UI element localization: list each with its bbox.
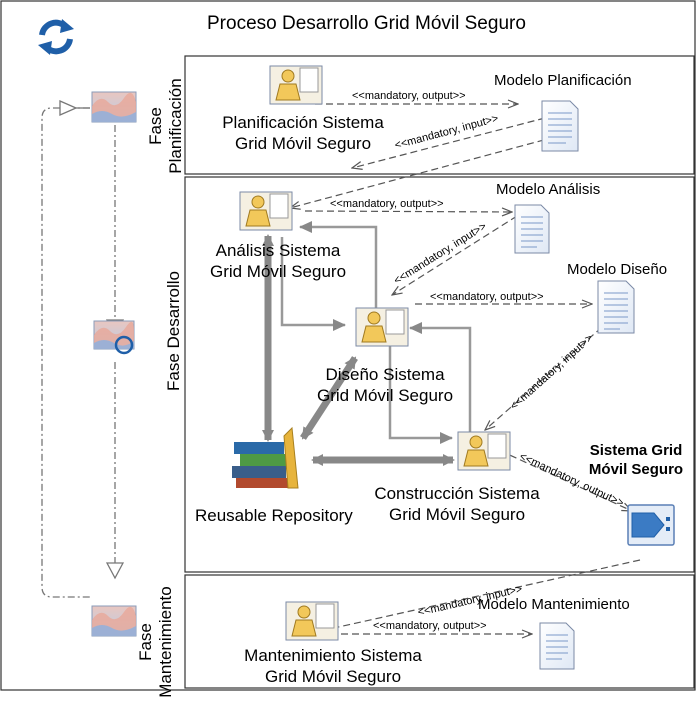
- repository-books-icon: [232, 426, 299, 489]
- phase-label-mantenimiento: Fase Mantenimiento: [136, 582, 180, 702]
- artifact-label-modelo-mantenimiento: Modelo Mantenimiento: [478, 596, 630, 613]
- phase-box-planificacion: [184, 55, 695, 175]
- phase-label-desarrollo: Fase Desarrollo: [164, 271, 183, 391]
- edge-label-output: <<mandatory, output>>: [430, 291, 544, 303]
- task-icon-diseno: [355, 307, 409, 347]
- task-label-line: Construcción Sistema: [374, 484, 540, 503]
- task-label-line: Planificación Sistema: [222, 113, 384, 132]
- task-icon-analisis: [239, 191, 293, 231]
- phase-label-line: Planificación: [166, 78, 185, 174]
- artifact-label-modelo-planificacion: Modelo Planificación: [494, 72, 632, 89]
- document-icon-modelo-mantenimiento: [539, 622, 575, 670]
- task-label-analisis: Análisis Sistema Grid Móvil Seguro: [188, 240, 368, 282]
- phase-label-line: Fase: [146, 107, 165, 145]
- phase-icon-mantenimiento: [91, 605, 137, 637]
- task-label-line: Grid Móvil Seguro: [316, 386, 454, 405]
- task-label-line: Diseño Sistema: [325, 365, 445, 384]
- artifact-connections: [290, 104, 641, 634]
- task-label-line: Grid Móvil Seguro: [234, 134, 372, 153]
- phase-label-line: Fase: [136, 623, 155, 661]
- diagram-title: Proceso Desarrollo Grid Móvil Seguro: [207, 13, 526, 34]
- task-label-line: Mantenimiento Sistema: [244, 646, 422, 665]
- task-label-line: Grid Móvil Seguro: [388, 505, 526, 524]
- document-icon-modelo-analisis: [514, 204, 550, 254]
- task-icon-construccion: [457, 431, 511, 471]
- task-label-line: Análisis Sistema: [215, 241, 341, 260]
- task-icon-planificacion: [269, 65, 323, 105]
- refresh-cycle-icon: [38, 19, 74, 55]
- edge-label-output: <<mandatory, output>>: [330, 198, 444, 210]
- repository-arrows: [262, 234, 455, 466]
- artifact-label-line: Sistema Grid: [589, 442, 683, 459]
- phase-box-desarrollo: [184, 176, 695, 573]
- phase-box-mantenimiento: [184, 574, 695, 689]
- repository-label: Reusable Repository: [195, 506, 353, 525]
- task-label-planificacion: Planificación Sistema Grid Móvil Seguro: [198, 112, 408, 154]
- phase-icon-desarrollo: [93, 320, 135, 355]
- edge-label-output: <<mandatory, output>>: [373, 620, 487, 632]
- artifact-label-modelo-diseno: Modelo Diseño: [567, 261, 668, 278]
- task-label-mantenimiento: Mantenimiento Sistema Grid Móvil Seguro: [222, 645, 444, 687]
- document-icon-modelo-planificacion: [541, 100, 579, 152]
- edge-label-output: <<mandatory, output>>: [352, 90, 466, 102]
- artifact-label-sistema: Sistema Grid Móvil Seguro: [578, 441, 694, 479]
- lifecycle-flow: [41, 107, 115, 598]
- phase-label-line: Mantenimiento: [156, 586, 175, 698]
- task-icon-mantenimiento: [285, 601, 339, 641]
- task-flow-arrows: [280, 221, 472, 444]
- flow-arrowhead: [59, 100, 78, 116]
- task-label-diseno: Diseño Sistema Grid Móvil Seguro: [295, 364, 475, 406]
- task-label-construccion: Construcción Sistema Grid Móvil Seguro: [352, 483, 562, 525]
- document-icon-modelo-diseno: [597, 280, 635, 334]
- artifact-label-line: Móvil Seguro: [588, 461, 684, 478]
- task-label-line: Grid Móvil Seguro: [209, 262, 347, 281]
- phase-icon-planificacion: [91, 91, 137, 123]
- task-label-line: Grid Móvil Seguro: [264, 667, 402, 686]
- phase-label-planificacion: Fase Planificación: [146, 66, 190, 186]
- deliverable-icon-sistema: [627, 504, 675, 546]
- artifact-label-modelo-analisis: Modelo Análisis: [496, 181, 601, 198]
